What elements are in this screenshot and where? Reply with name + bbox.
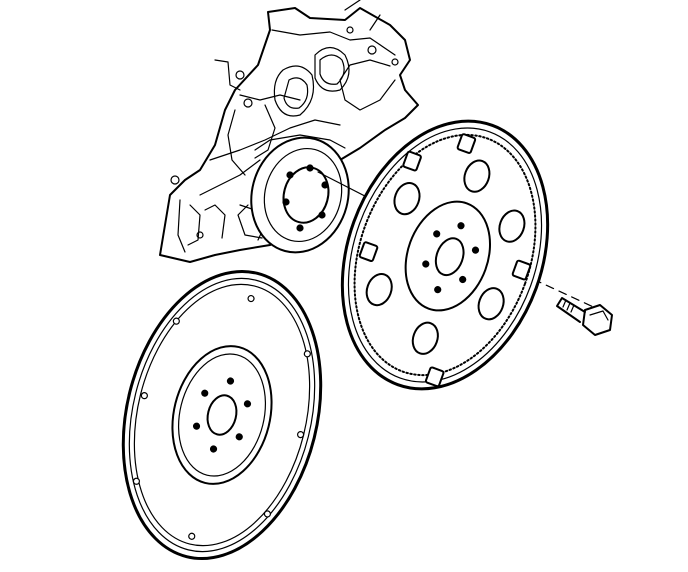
flexplate-bolt [556, 297, 613, 336]
flywheel [121, 269, 323, 561]
crankshaft-flange [237, 134, 350, 254]
flexplate [340, 119, 550, 391]
